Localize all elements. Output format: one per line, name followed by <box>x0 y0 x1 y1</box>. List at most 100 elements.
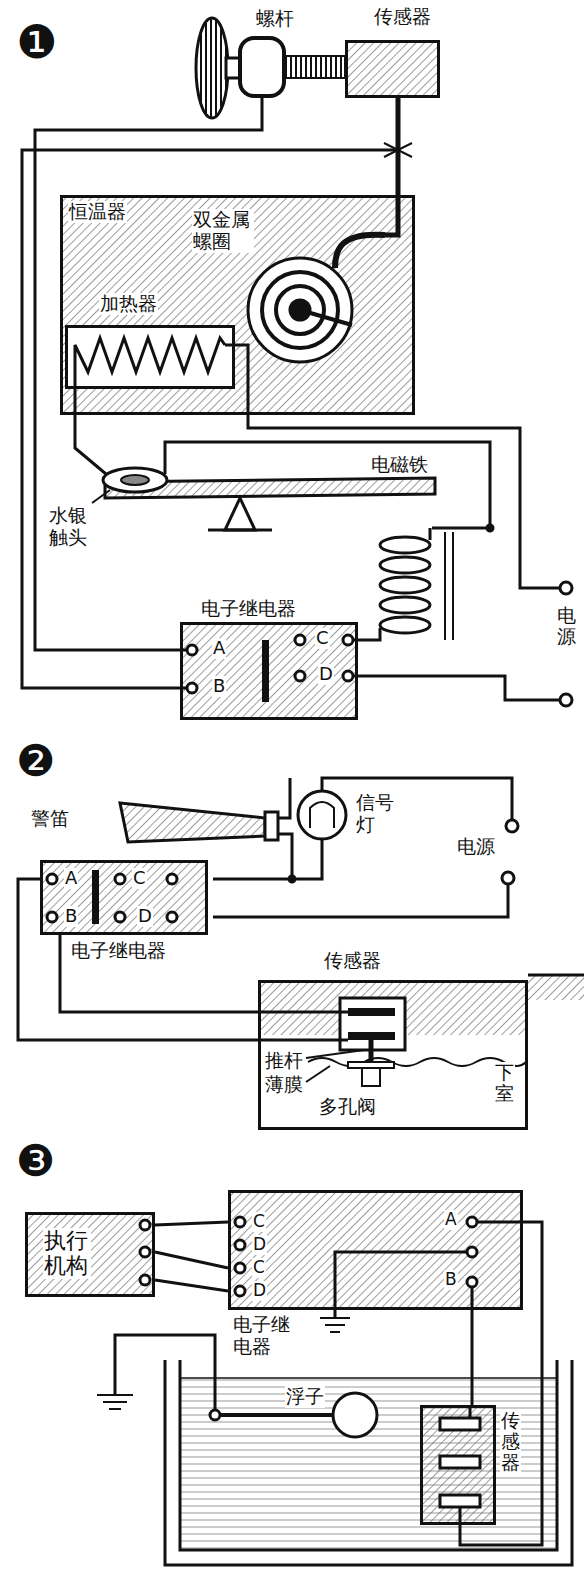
pin <box>343 671 353 681</box>
coil-winding <box>380 537 430 553</box>
callout-number: ❷ <box>15 736 56 787</box>
part-label: 警笛 <box>30 808 70 830</box>
callout-number: ❸ <box>15 1136 56 1187</box>
pin <box>467 1247 477 1257</box>
housing-edge <box>528 974 584 977</box>
heater-element <box>75 338 225 385</box>
pin <box>295 671 305 681</box>
node-box: ABCD电子继电器 <box>40 860 208 965</box>
wire-connector <box>60 935 258 1012</box>
part-label: 信号灯 <box>355 792 397 836</box>
node-text: 多孔阀 <box>318 1096 377 1118</box>
electrode <box>440 1456 480 1468</box>
pin <box>167 912 177 922</box>
node-text: 电子继电器 <box>232 1314 294 1358</box>
pivot-base <box>208 529 272 532</box>
coil-winding <box>380 597 430 613</box>
node-text: C <box>315 628 330 649</box>
terminal <box>560 582 572 594</box>
node-text: D <box>137 906 153 927</box>
part-label: 浮子 <box>285 1386 325 1408</box>
node-text: 加热器 <box>99 293 158 315</box>
outline <box>345 40 440 98</box>
electrode <box>440 1418 480 1430</box>
node-text: C <box>252 1258 266 1278</box>
leader-line <box>306 1066 330 1082</box>
wire <box>213 884 508 917</box>
outline <box>65 325 235 389</box>
housing-hatch <box>528 975 584 1000</box>
pin <box>343 635 353 645</box>
relay-hatch <box>228 1190 523 1310</box>
wire-connector <box>18 879 258 1040</box>
terminal <box>560 694 572 706</box>
wire <box>115 1335 215 1410</box>
pin <box>187 683 197 693</box>
node-box: 传感器 <box>420 1400 524 1525</box>
node-text: C <box>252 1212 266 1232</box>
pin <box>295 635 305 645</box>
node-text: B <box>64 906 78 927</box>
wire <box>213 834 322 879</box>
wire <box>472 1222 523 1310</box>
node-text: B <box>444 1270 458 1290</box>
part-label: 电源 <box>556 605 577 647</box>
pin <box>235 1217 245 1227</box>
wire <box>353 528 430 640</box>
relay-bar <box>262 640 269 702</box>
part-label: 螺杆 <box>255 8 295 30</box>
node-text: 下室 <box>494 1062 515 1104</box>
screw-thread <box>284 56 345 78</box>
pin <box>235 1240 245 1250</box>
wire <box>35 96 262 650</box>
heater-ground <box>65 325 235 389</box>
leader-line <box>92 490 110 503</box>
mercury-contact <box>103 468 167 492</box>
coil-winding <box>380 557 430 573</box>
water <box>180 1378 557 1550</box>
node-text: D <box>252 1235 267 1255</box>
node-text: 推杆 <box>264 1050 304 1072</box>
node-text: A <box>64 868 78 889</box>
wire-connector <box>155 1252 228 1268</box>
relay-bar <box>92 870 99 924</box>
siren-horn <box>120 803 265 842</box>
node-box: CDCDAB电子继电器 <box>228 1190 523 1361</box>
node-text: D <box>252 1281 267 1301</box>
mercury <box>121 475 149 485</box>
outline <box>228 1190 523 1310</box>
coil-winding <box>380 617 430 633</box>
wire <box>225 345 560 588</box>
part-label: 电源 <box>456 836 496 858</box>
node-text: D <box>318 664 334 685</box>
wire <box>22 150 398 688</box>
node-box: 传感器推杆薄膜多孔阀下室 <box>258 950 528 1132</box>
wire <box>258 1012 348 1040</box>
node-box: 传感器 <box>345 6 443 98</box>
node-text: 传感器 <box>500 1410 521 1473</box>
pin <box>235 1263 245 1273</box>
outline <box>420 1405 496 1525</box>
pin <box>467 1217 477 1227</box>
terminal <box>506 820 518 832</box>
bimetal-strip <box>335 235 385 268</box>
node-text: 执行机构 <box>43 1228 91 1279</box>
ground-symbol <box>97 1395 133 1409</box>
sensor-hatch <box>420 1405 496 1525</box>
electrode <box>440 1495 480 1507</box>
relay-hatch <box>40 860 208 935</box>
wire <box>353 676 560 700</box>
electrode <box>348 1032 395 1040</box>
siren-body <box>265 812 278 840</box>
node-text: 恒温器 <box>68 201 127 223</box>
screw-nut <box>240 38 284 96</box>
ground-symbol <box>320 1318 350 1332</box>
node-text: A <box>212 638 226 659</box>
node-text: 电子继电器 <box>70 940 167 962</box>
relay-hatch <box>180 622 358 720</box>
float-rod <box>215 1413 333 1417</box>
callout-number: ❶ <box>15 16 58 69</box>
pin <box>140 1275 150 1285</box>
bimetal-coil <box>248 258 352 362</box>
terminal <box>210 1410 220 1420</box>
